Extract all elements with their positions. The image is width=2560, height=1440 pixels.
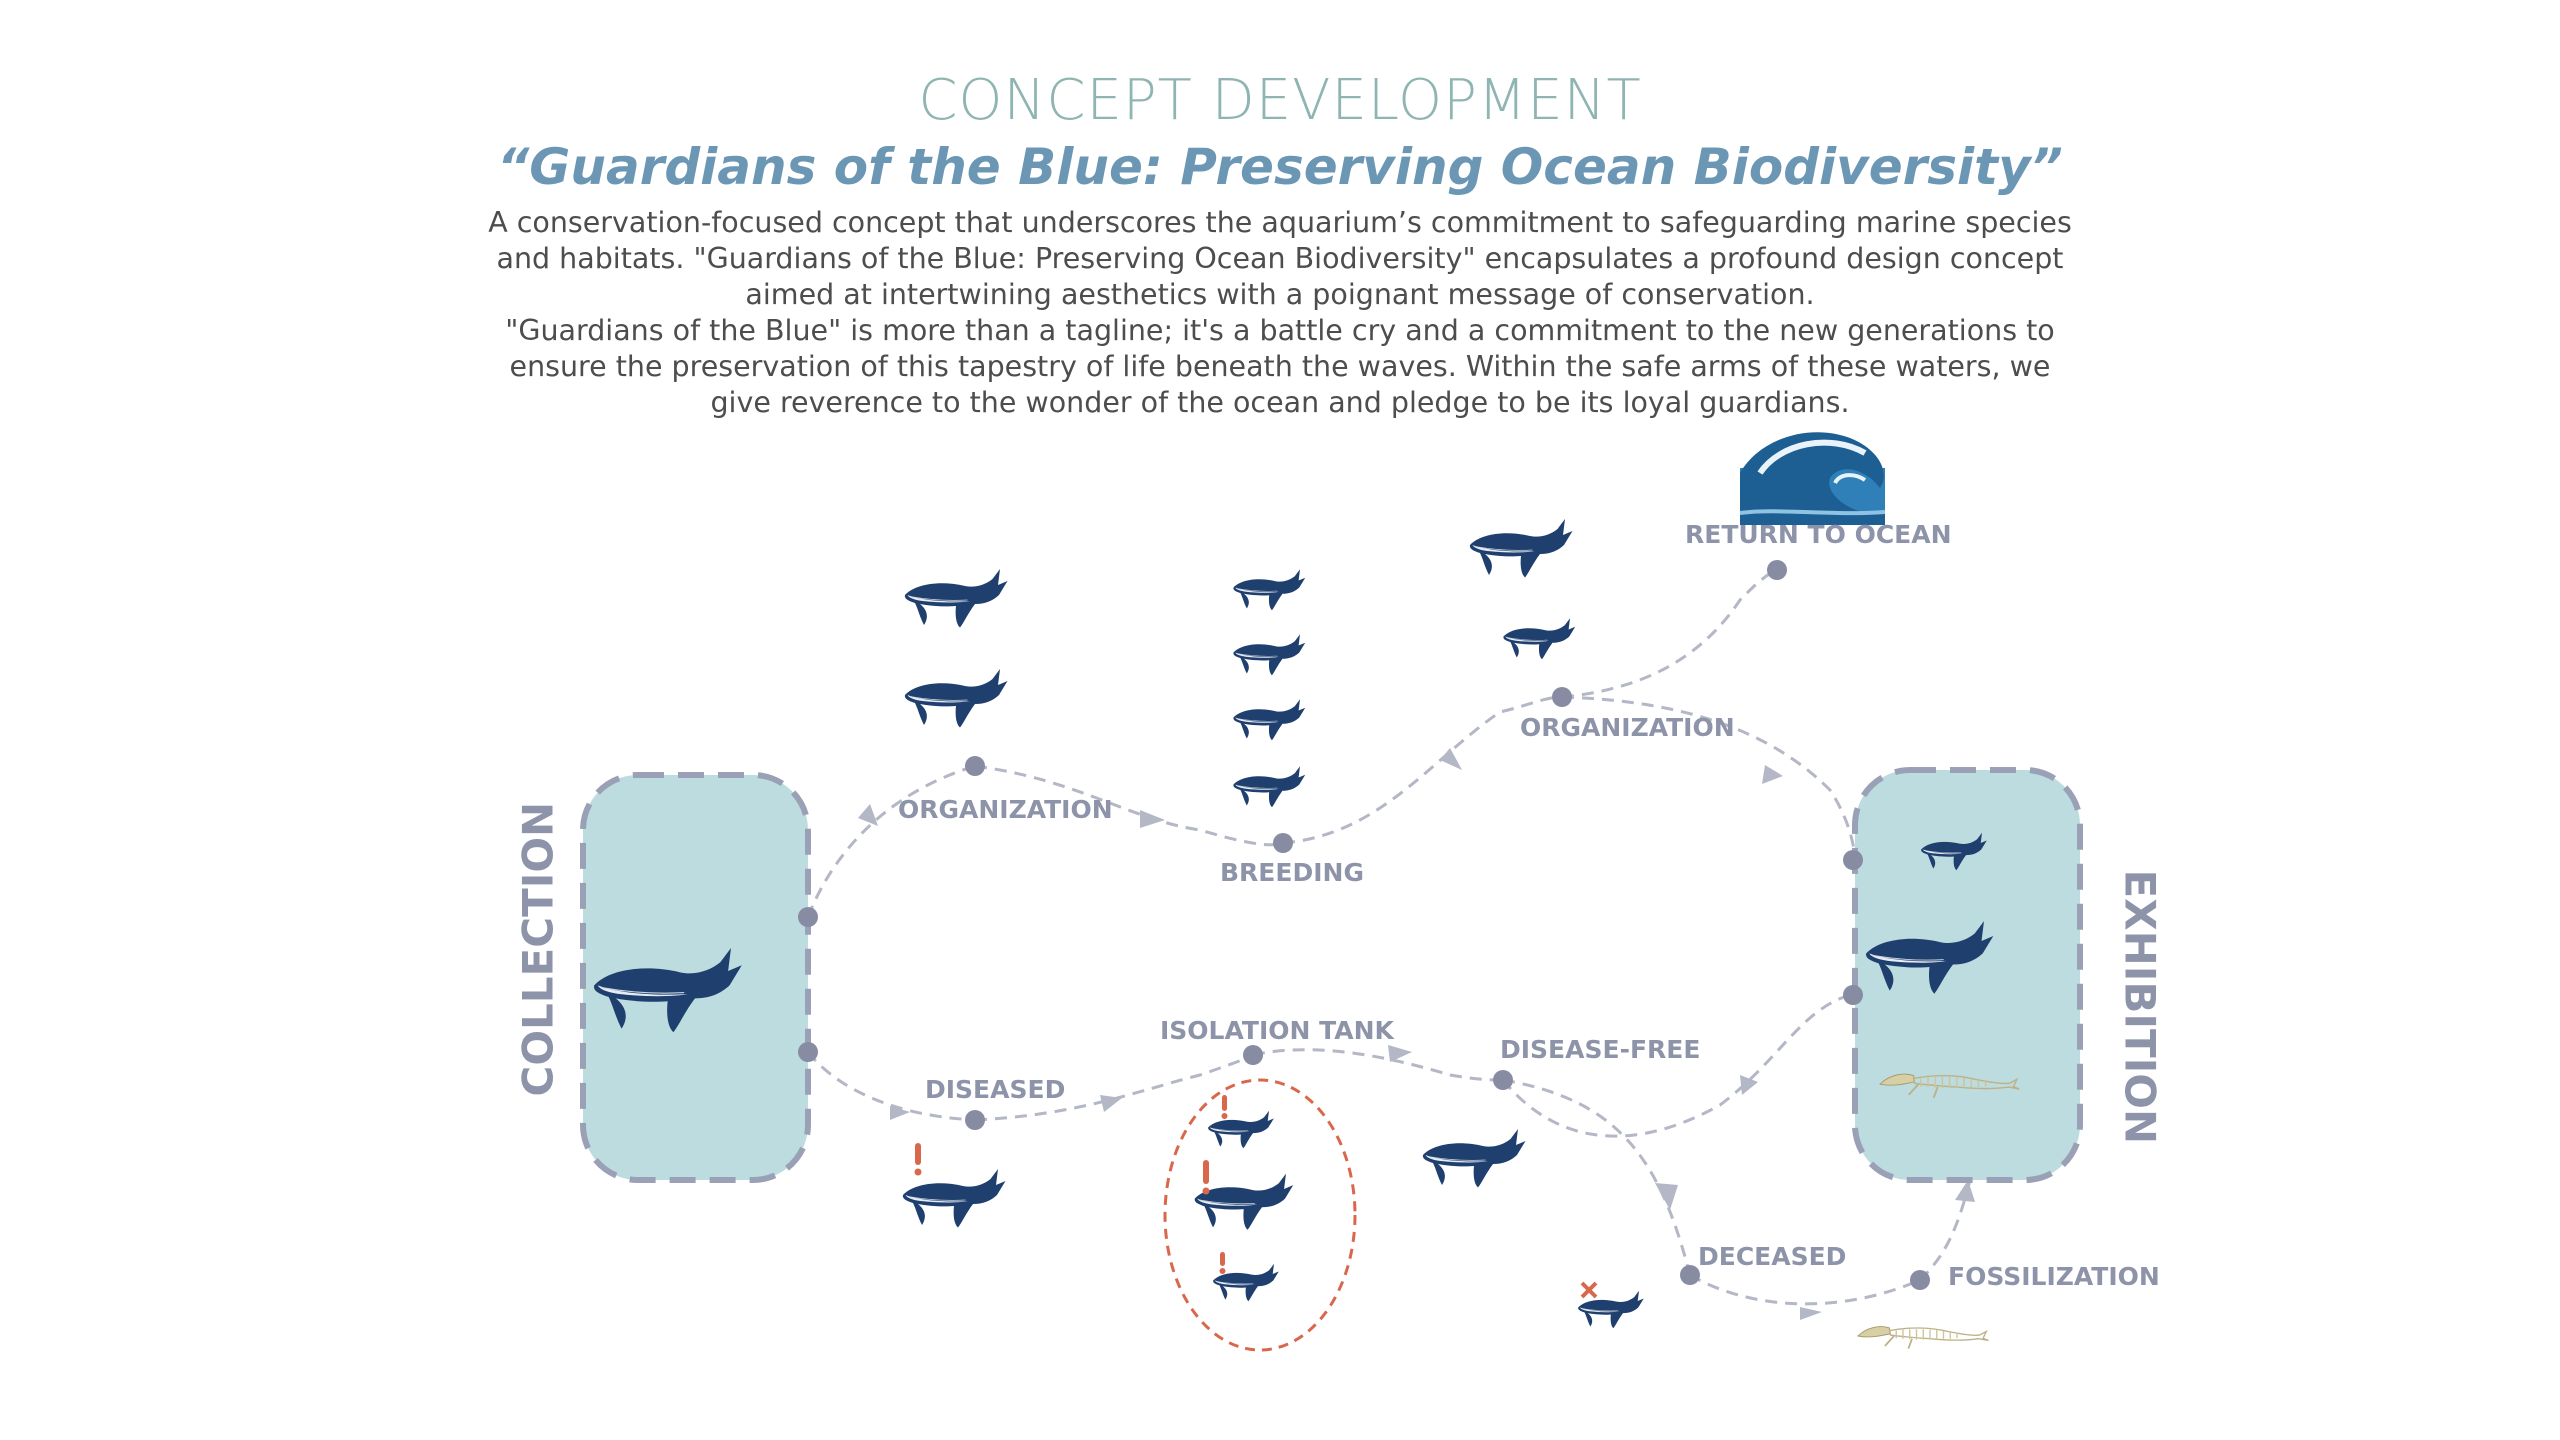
arrow-11 [1955,1180,1975,1202]
arrow-4 [1762,765,1783,784]
concept-subtitle: “Guardians of the Blue: Preserving Ocean… [497,138,2063,196]
page-title: CONCEPT DEVELOPMENT [918,68,1642,133]
collection-label: COLLECTION [513,801,563,1097]
whale-organization-1b [904,668,1008,728]
arrow-6 [1100,1095,1122,1112]
label-disease-free: DISEASE-FREE [1500,1035,1701,1064]
whale-breeding-1 [1233,569,1306,611]
path-diseasefree-exhibition [1501,993,1851,1138]
node-organization-1 [965,756,985,776]
arrow-10 [1800,1307,1822,1320]
whale-breeding-4 [1233,766,1306,808]
whale-breeding-3 [1233,699,1306,741]
whale-breeding-2 [1233,634,1306,676]
node-exhibition-mid [1843,985,1863,1005]
node-collection-top [798,907,818,927]
warning-mark-diseased [915,1143,921,1165]
node-isolation-tank [1243,1045,1263,1065]
node-collection-bottom [798,1042,818,1062]
label-organization-2: ORGANIZATION [1520,713,1735,742]
intro-paragraph-1: A conservation-focused concept that unde… [488,206,2072,311]
label-organization-1: ORGANIZATION [898,795,1113,824]
path-collection-diseased [806,1051,976,1122]
flow-arrows [858,748,1975,1320]
path-breeding-organization [1282,695,1563,845]
label-return-to-ocean: RETURN TO OCEAN [1685,520,1952,549]
arrow-2 [1140,810,1165,828]
label-deceased: DECEASED [1698,1242,1847,1271]
whale-deceased [1577,1290,1645,1329]
arrow-1 [858,804,878,826]
whale-organization-1a [904,568,1008,628]
path-organization-exhibition [1561,695,1857,861]
node-exhibition-top [1843,850,1863,870]
whale-diseased [902,1168,1006,1228]
path-diseased-isolation [974,1053,1254,1122]
intro-paragraph-2: "Guardians of the Blue" is more than a t… [505,314,2055,419]
label-fossilization: FOSSILIZATION [1948,1262,2160,1291]
label-breeding: BREEDING [1220,858,1364,887]
label-diseased: DISEASED [925,1075,1066,1104]
node-breeding [1273,833,1293,853]
whale-isolation-2 [1194,1173,1294,1231]
warning-marks-isolation [1202,1095,1228,1274]
node-return-to-ocean [1767,560,1787,580]
whale-disease-free [1422,1128,1526,1188]
node-disease-free [1493,1070,1513,1090]
deceased-x-mark-icon [1580,1281,1598,1299]
path-diseasefree-deceased [1502,1078,1692,1276]
path-organization-breeding [974,764,1284,847]
ocean-wave-icon [1739,432,1886,525]
label-isolation-tank: ISOLATION TANK [1160,1016,1394,1045]
whale-organization-2b [1503,618,1576,660]
whale-organization-2a [1469,518,1573,578]
path-isolation-diseasefree [1252,1048,1504,1082]
whale-isolation-1 [1207,1110,1275,1149]
path-collection-organization [806,764,976,918]
arrow-3 [1440,748,1462,770]
isolation-tank-outline [1163,1078,1357,1352]
exhibition-label: EXHIBITION [2115,869,2165,1145]
arrow-5 [890,1106,910,1120]
path-organization-return [1561,568,1778,699]
skeleton-fossilization [1857,1325,1990,1350]
flow-nodes [798,560,1930,1290]
node-fossilization [1910,1270,1930,1290]
node-diseased [965,1110,985,1130]
arrow-8 [1740,1075,1758,1095]
node-organization-2 [1552,687,1572,707]
intro-text: A conservation-focused concept that unde… [480,205,2080,421]
node-deceased [1680,1265,1700,1285]
arrow-9 [1655,1183,1678,1210]
arrow-7 [1388,1045,1412,1062]
path-deceased-fossilization [1689,1273,1921,1306]
